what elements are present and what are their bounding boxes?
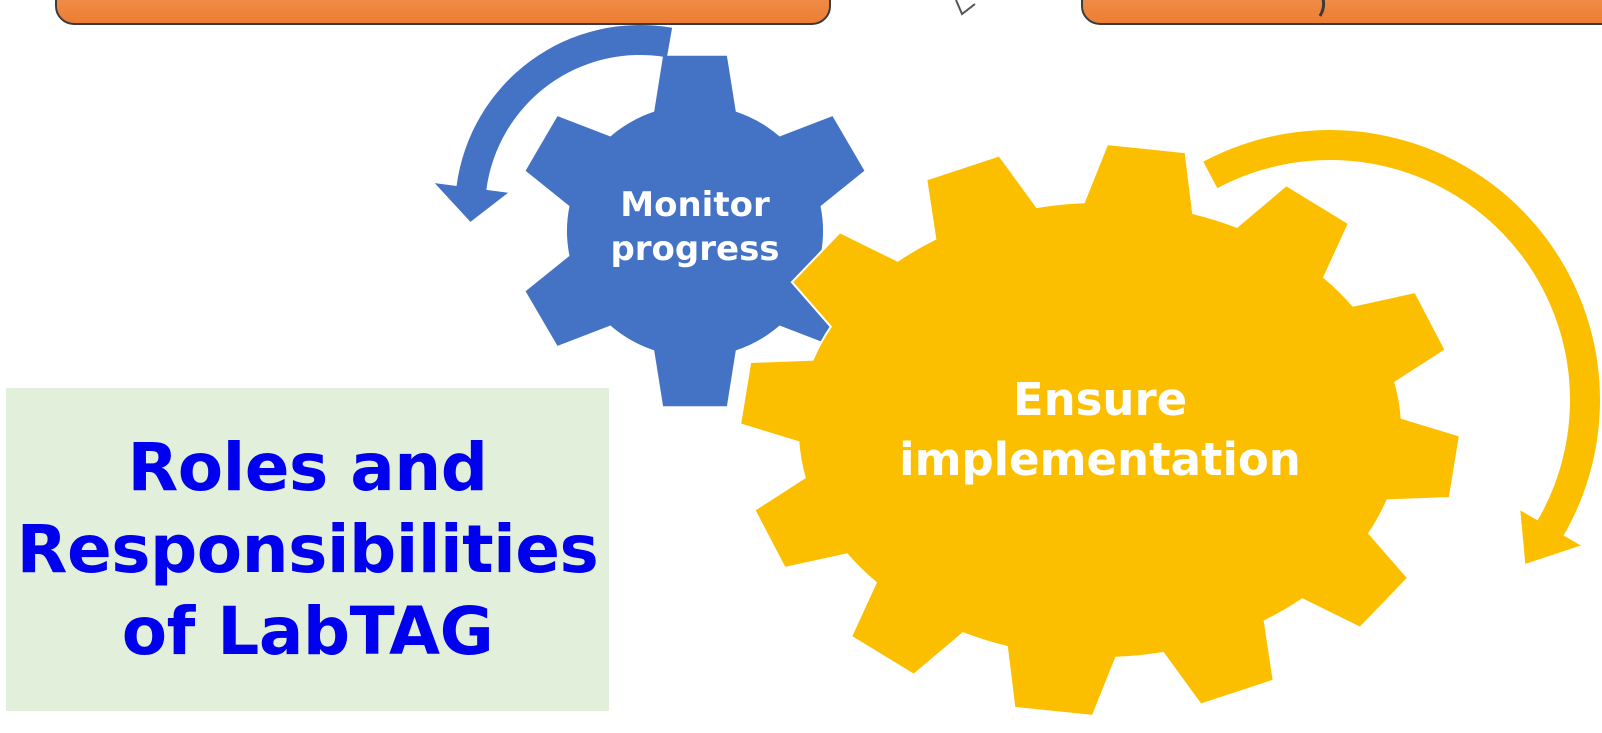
implementation-line1: Ensure — [1012, 373, 1188, 426]
implementation-gear-label: Ensure implementation — [870, 370, 1330, 490]
title-box: Roles and Responsibilities of LabTAG — [6, 388, 609, 711]
banner-text-fragment — [1318, 0, 1326, 17]
connector-arrow-fragment — [955, 0, 976, 16]
top-right-banner — [1081, 0, 1602, 25]
monitor-cycle-arrow — [434, 24, 673, 222]
monitor-line1: Monitor — [620, 185, 770, 225]
monitor-gear-label: Monitor progress — [590, 183, 800, 271]
page-title: Roles and Responsibilities of LabTAG — [16, 428, 599, 670]
monitor-line2: progress — [610, 229, 780, 269]
implementation-cycle-arrow — [1203, 130, 1600, 564]
monitor-gear — [525, 55, 865, 407]
implementation-gear — [738, 143, 1462, 717]
top-left-banner — [55, 0, 831, 25]
implementation-line2: implementation — [899, 433, 1301, 486]
